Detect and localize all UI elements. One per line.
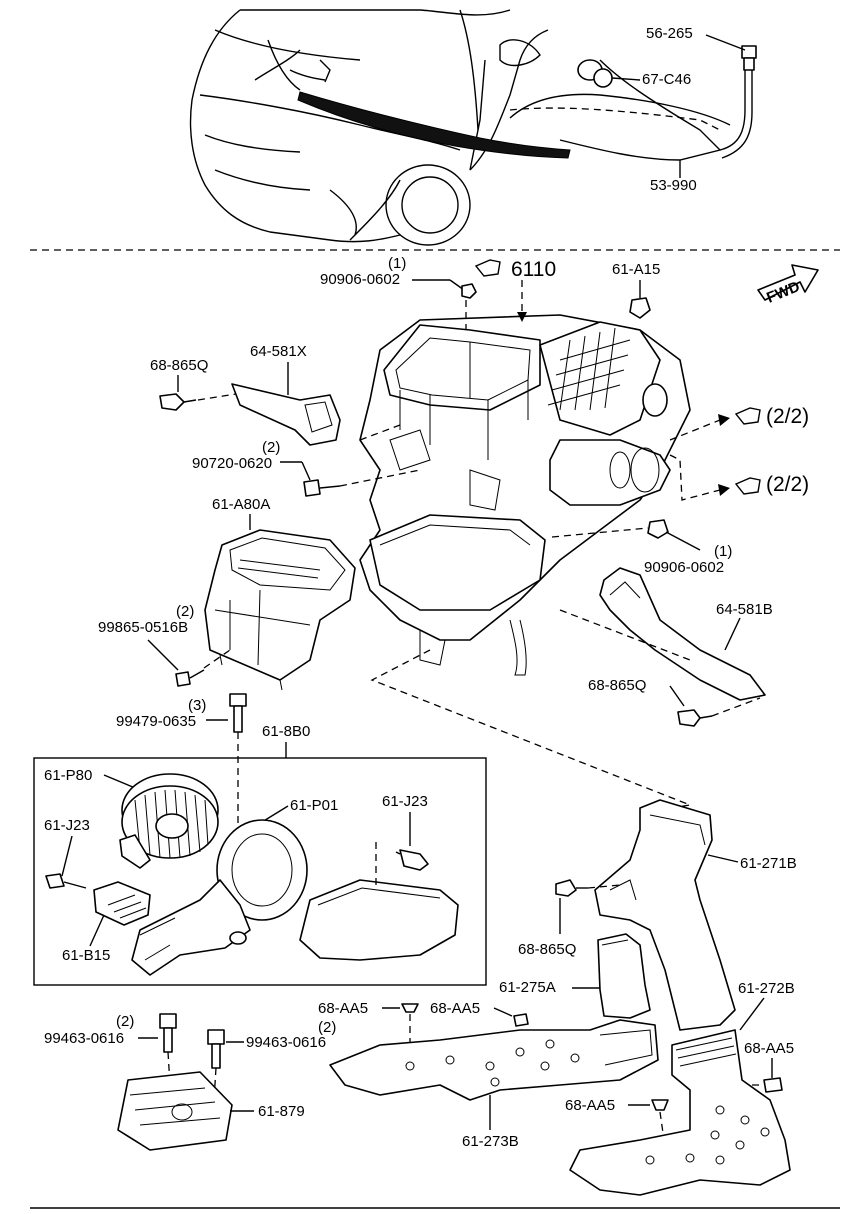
label-68-AA5-c: 68-AA5	[744, 1040, 794, 1057]
bolt-99479-0635	[229, 693, 247, 733]
screw-99865-0516B	[175, 669, 205, 687]
label-ref-2-2-top: (2/2)	[766, 405, 809, 428]
cover-plate	[299, 842, 459, 961]
label-61-879: 61-879	[258, 1103, 305, 1120]
nozzle-56-265	[741, 45, 757, 71]
arrow-2-2-top	[718, 414, 730, 426]
label-61-272B: 61-272B	[738, 980, 795, 997]
label-61-B15: 61-B15	[62, 947, 110, 964]
qty-99865-0516B: (2)	[176, 603, 194, 620]
ref-note-icon-6110	[474, 259, 501, 277]
case-61-A80A	[204, 529, 356, 691]
label-67-C46: 67-C46	[642, 71, 691, 88]
label-99865-0516B: 99865-0516B	[98, 619, 188, 636]
fwd-label: FWD	[764, 278, 802, 307]
bracket-61-879	[117, 1071, 233, 1151]
label-61-P01: 61-P01	[290, 797, 338, 814]
label-61-273B: 61-273B	[462, 1133, 519, 1150]
clip-68-AA5-b	[513, 1013, 529, 1027]
label-61-J23-box-right: 61-J23	[382, 793, 428, 810]
label-61-A80A: 61-A80A	[212, 496, 270, 513]
duct-holes-272B	[645, 1105, 770, 1165]
vehicle-front-illustration	[189, 9, 757, 246]
clip-67-C46	[577, 59, 613, 88]
label-68-865Q-top: 68-865Q	[150, 357, 208, 374]
label-ref-2-2-bottom: (2/2)	[766, 473, 809, 496]
duct-64-581X	[231, 383, 341, 446]
clip-68-AA5-d	[651, 1099, 669, 1111]
label-61-275A: 61-275A	[499, 979, 556, 996]
label-61-P80: 61-P80	[44, 767, 92, 784]
clip-68-865Q-right	[677, 709, 713, 727]
duct-61-275A	[597, 933, 651, 1019]
duct-61-271B	[594, 799, 736, 1031]
label-68-AA5-b: 68-AA5	[430, 1000, 480, 1017]
nut-90906-0602-right	[647, 519, 669, 539]
blower-case-61-P01	[131, 819, 308, 976]
clip-68-865Q-top	[159, 393, 197, 411]
qty-99479-0635: (3)	[188, 697, 206, 714]
arrow-6110	[517, 312, 527, 322]
nut-61-A15	[629, 297, 651, 319]
bolt-90720-0620	[303, 479, 341, 497]
label-64-581X: 64-581X	[250, 343, 307, 360]
duct-61-273B	[329, 1019, 659, 1101]
hvac-unit-6110	[359, 314, 691, 676]
clip-68-865Q-lower	[555, 879, 588, 897]
label-61-A15: 61-A15	[612, 261, 660, 278]
fwd-arrow-icon: FWD	[757, 264, 819, 307]
label-90720-0620: 90720-0620	[192, 455, 272, 472]
qty-90906-0602-right: (1)	[714, 543, 732, 560]
nut-90906-0602-top	[461, 283, 477, 299]
label-68-865Q-lower: 68-865Q	[518, 941, 576, 958]
label-99479-0635: 99479-0635	[116, 713, 196, 730]
label-90906-0602-top: 90906-0602	[320, 271, 400, 288]
ref-note-icon-2-2-bottom	[734, 477, 761, 495]
label-99463-0616-right: 99463-0616	[246, 1034, 326, 1051]
label-53-990: 53-990	[650, 177, 697, 194]
qty-90906-0602-top: (1)	[388, 255, 406, 272]
label-6110: 6110	[511, 258, 556, 281]
label-68-AA5-a: 68-AA5	[318, 1000, 368, 1017]
blower-motor-61-P80	[119, 773, 219, 869]
ref-note-icon-2-2-top	[734, 407, 761, 425]
bolt-99463-0616-left	[159, 1013, 177, 1053]
qty-99463-0616-right: (2)	[318, 1019, 336, 1036]
label-90906-0602-right: 90906-0602	[644, 559, 724, 576]
label-61-8B0: 61-8B0	[262, 723, 310, 740]
evaporator-grid	[547, 327, 631, 411]
label-56-265: 56-265	[646, 25, 693, 42]
screw-61-J23-right	[395, 849, 429, 871]
label-64-581B: 64-581B	[716, 601, 773, 618]
duct-61-272B	[569, 1029, 791, 1196]
label-68-865Q-right: 68-865Q	[588, 677, 646, 694]
label-61-J23-box-left: 61-J23	[44, 817, 90, 834]
qty-99463-0616-left: (2)	[116, 1013, 134, 1030]
arrow-2-2-bottom	[718, 484, 730, 496]
resistor-61-B15	[93, 881, 151, 926]
bolt-99463-0616-right	[207, 1029, 225, 1069]
label-61-271B: 61-271B	[740, 855, 797, 872]
clip-68-AA5-c	[763, 1077, 783, 1093]
qty-90720-0620: (2)	[262, 439, 280, 456]
duct-holes	[405, 1039, 580, 1087]
screw-61-J23-left	[45, 873, 87, 889]
label-68-AA5-d: 68-AA5	[565, 1097, 615, 1114]
duct-64-581B	[599, 567, 766, 701]
blower-kit-frame	[33, 757, 487, 986]
clip-68-AA5-a	[401, 1003, 419, 1013]
label-99463-0616-left: 99463-0616	[44, 1030, 124, 1047]
